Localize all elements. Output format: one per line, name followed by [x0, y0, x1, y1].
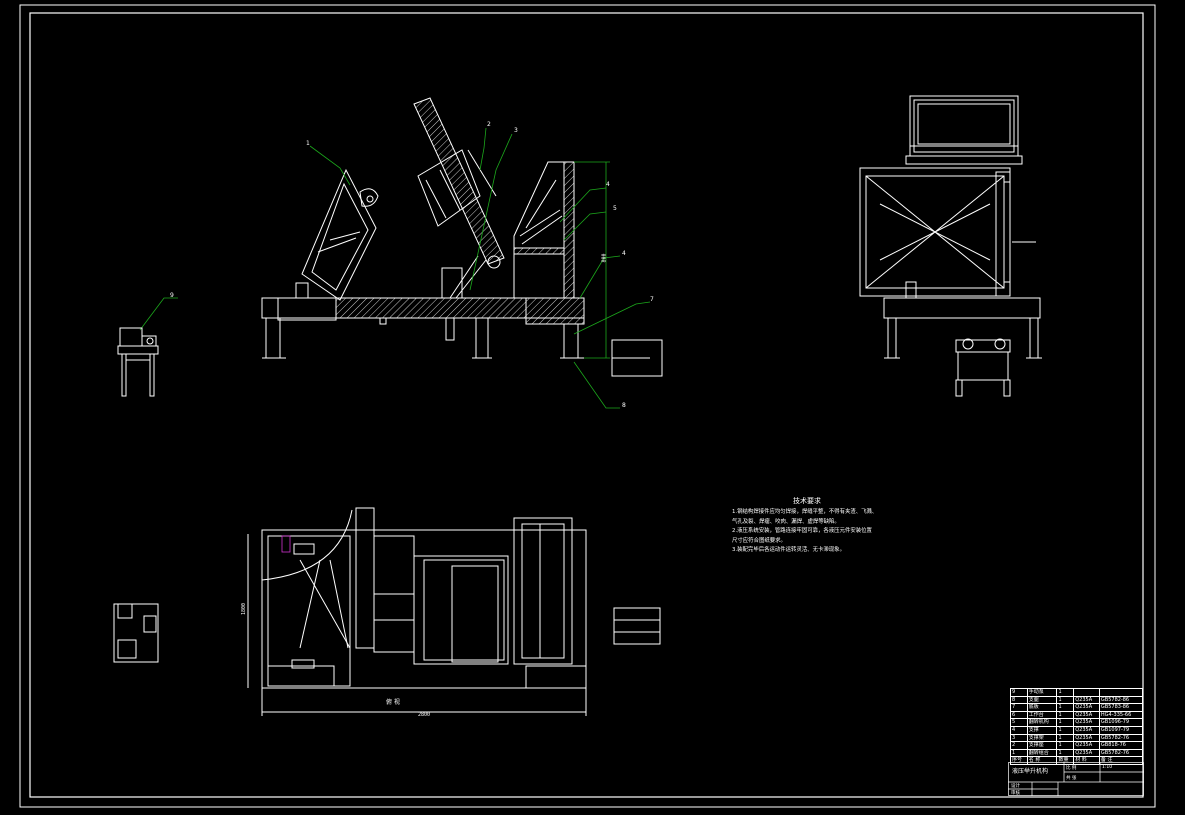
parts-cell: 翻转组合: [1026, 748, 1058, 758]
parts-cell: [1098, 688, 1144, 697]
parts-cell: Q235A: [1073, 710, 1100, 720]
notes-line: 1.钢结构焊接件应均匀焊接，焊缝平整，不得有夹渣、飞溅、: [732, 509, 878, 515]
header-cell: 名 称: [1026, 756, 1058, 765]
notes-line: 3.装配完毕后各运动件运转灵活、无卡滞现象。: [732, 547, 845, 554]
parts-cell: GB818-76: [1098, 741, 1144, 750]
parts-cell: 支撑架: [1026, 733, 1058, 743]
header-cell: 备 注: [1098, 756, 1144, 765]
parts-cell: 翻转机构: [1026, 718, 1058, 727]
parts-cell: 工作台: [1026, 710, 1058, 720]
parts-header-row: 序号 名 称 数量 材 料 备 注: [1010, 756, 1144, 765]
callout-1: 1: [306, 140, 310, 147]
parts-cell: GB5783-86: [1098, 703, 1144, 712]
view-label-top: 俯 视: [386, 699, 400, 706]
notes-line: 2.液压系统安装，管路连接牢固可靠，各液压元件安装位置: [732, 528, 872, 535]
parts-cell: 1: [1056, 718, 1075, 727]
pump-unit-side: [117, 327, 159, 397]
parts-cell: 2: [1010, 741, 1028, 750]
parts-cell: 1: [1056, 695, 1075, 705]
parts-cell: 底板: [1026, 703, 1058, 712]
parts-cell: 1: [1010, 748, 1028, 758]
notes-title: 技术要求: [793, 497, 821, 505]
parts-cell: 1: [1056, 688, 1075, 697]
parts-cell: 手动泵: [1026, 688, 1058, 697]
small-section-detail: [613, 607, 661, 645]
parts-cell: GB5782-86: [1098, 695, 1144, 705]
designer-label: 设计: [1011, 784, 1020, 789]
parts-cell: Q235A: [1073, 695, 1100, 705]
parts-cell: 1: [1056, 710, 1075, 720]
parts-cell: 9: [1010, 688, 1028, 697]
notes-line: 气孔及裂、焊瘤、咬肉、漏焊、虚焊等缺陷。: [732, 518, 840, 525]
parts-cell: [1073, 688, 1100, 697]
callout-2: 2: [487, 121, 491, 128]
sheet-count: 共 张: [1066, 776, 1077, 781]
callout-4b: 4: [622, 250, 626, 257]
callout-9: 9: [170, 292, 174, 299]
parts-cell: Q235A: [1073, 748, 1100, 758]
parts-cell: Q235A: [1073, 703, 1100, 712]
callout-3: 3: [514, 127, 518, 134]
callout-7: 7: [650, 296, 654, 303]
dim-width: 2800: [418, 712, 431, 718]
parts-cell: Q235A: [1073, 725, 1100, 735]
parts-cell: 支撑座: [1026, 741, 1058, 750]
callout-8: 8: [622, 402, 626, 409]
parts-cell: 1: [1056, 748, 1075, 758]
drawing-border: [19, 4, 1156, 808]
parts-cell: HG4-335-66: [1098, 710, 1144, 720]
parts-cell: Q235A: [1073, 733, 1100, 743]
technical-notes: 技术要求 1.钢结构焊接件应均匀焊接，焊缝平整，不得有夹渣、飞溅、 气孔及裂、焊…: [732, 496, 882, 556]
checker-label: 审核: [1011, 791, 1020, 796]
parts-cell: 8: [1010, 695, 1028, 705]
parts-cell: 1: [1056, 703, 1075, 712]
parts-cell: 4: [1010, 725, 1028, 735]
parts-cell: Q235A: [1073, 718, 1100, 727]
scale-label: 比 例: [1066, 766, 1077, 771]
parts-cell: 7: [1010, 703, 1028, 712]
parts-cell: Q235A: [1073, 741, 1100, 750]
scale-value: 1:10: [1102, 765, 1113, 770]
parts-cell: GB5782-76: [1098, 748, 1144, 758]
front-view: [261, 97, 663, 377]
parts-cell: 6: [1010, 710, 1028, 720]
parts-cell: 3: [1010, 733, 1028, 743]
parts-cell: 支撑: [1026, 725, 1058, 735]
parts-cell: 支腿: [1026, 695, 1058, 705]
side-view: [859, 95, 1042, 397]
parts-cell: GB1097-79: [1098, 725, 1144, 735]
parts-cell: 5: [1010, 718, 1028, 727]
parts-cell: 1: [1056, 725, 1075, 735]
highlight-marker: [281, 535, 291, 553]
parts-cell: 1: [1056, 741, 1075, 750]
pump-unit-top: [113, 603, 159, 663]
drawing-title: 液压举升机构: [1012, 768, 1049, 775]
parts-cell: GB1096-79: [1098, 718, 1144, 727]
parts-cell: 1: [1056, 733, 1075, 743]
callout-5: 5: [613, 205, 617, 212]
top-view: [247, 507, 587, 716]
dim-height: 800: [601, 253, 608, 263]
notes-line: 尺寸应符合图纸要求。: [732, 537, 786, 544]
parts-cell: GB5782-76: [1098, 733, 1144, 743]
callout-leaders: [139, 127, 651, 409]
title-block-frame: [1008, 762, 1144, 796]
callout-4a: 4: [606, 181, 610, 188]
dim-depth: 1800: [241, 602, 248, 616]
